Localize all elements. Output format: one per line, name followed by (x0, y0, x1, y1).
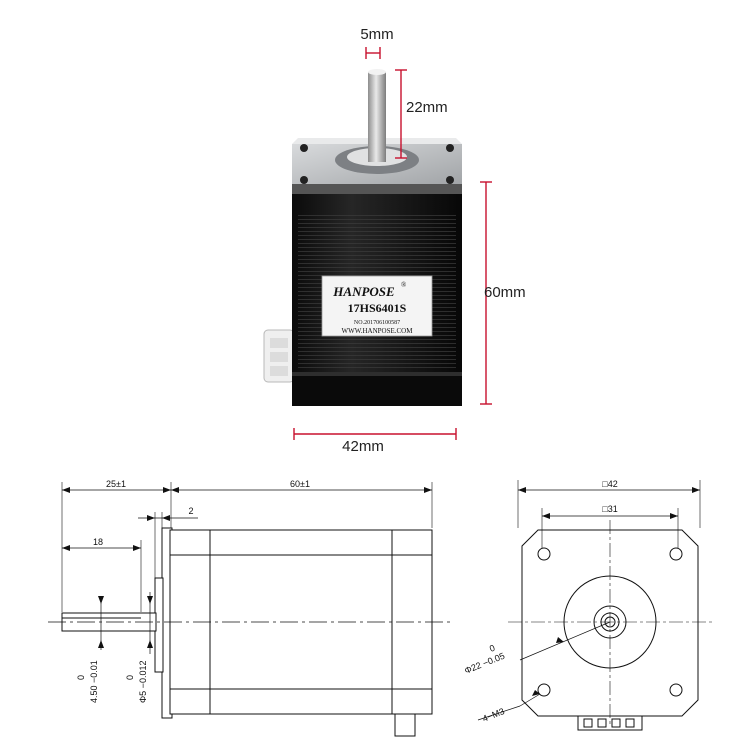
front-view-drawing (477, 480, 712, 731)
dim-shaft-length: 22mm (406, 99, 448, 116)
label-website: WWW.HANPOSE.COM (342, 327, 414, 335)
photo-dimensions (293, 47, 492, 440)
dim-flat-tolerance-upper: 0 (76, 675, 86, 680)
dim-body-length-drawing: 60±1 (290, 479, 310, 489)
dim-shaft-dimension: Φ5 −0.012 (138, 661, 148, 703)
dim-body-square: □42 (602, 479, 617, 489)
dim-body-length: 60mm (484, 284, 526, 301)
dim-shaft-length-total: 25±1 (106, 479, 126, 489)
motor-shaft (368, 72, 386, 162)
dim-flange-offset: 2 (188, 506, 193, 516)
dim-flat-dimension: 4.50 −0.01 (89, 660, 99, 703)
wire-connector (263, 329, 295, 383)
dim-boss-tolerance-upper: 0 (488, 643, 496, 654)
label-registered: ® (401, 281, 407, 289)
dim-shaft-flat-length: 18 (93, 537, 103, 547)
label-serial: NO.201706100587 (354, 320, 400, 326)
dim-shaft-tolerance-upper: 0 (125, 675, 135, 680)
motor-label: HANPOSE ® 17HS6401S NO.201706100587 WWW.… (321, 275, 433, 337)
motor-photo: HANPOSE ® 17HS6401S NO.201706100587 WWW.… (263, 69, 462, 406)
dim-shaft-diameter: 5mm (360, 26, 393, 43)
dim-hole-spacing: □31 (602, 504, 617, 514)
label-model: 17HS6401S (348, 301, 407, 315)
side-view-drawing (48, 482, 450, 737)
label-brand: HANPOSE (332, 284, 395, 299)
dim-boss-dimension: Φ22 −0.05 (463, 651, 506, 676)
dim-screw-holes: 4−M3 (481, 706, 506, 724)
dim-body-width: 42mm (342, 438, 384, 455)
